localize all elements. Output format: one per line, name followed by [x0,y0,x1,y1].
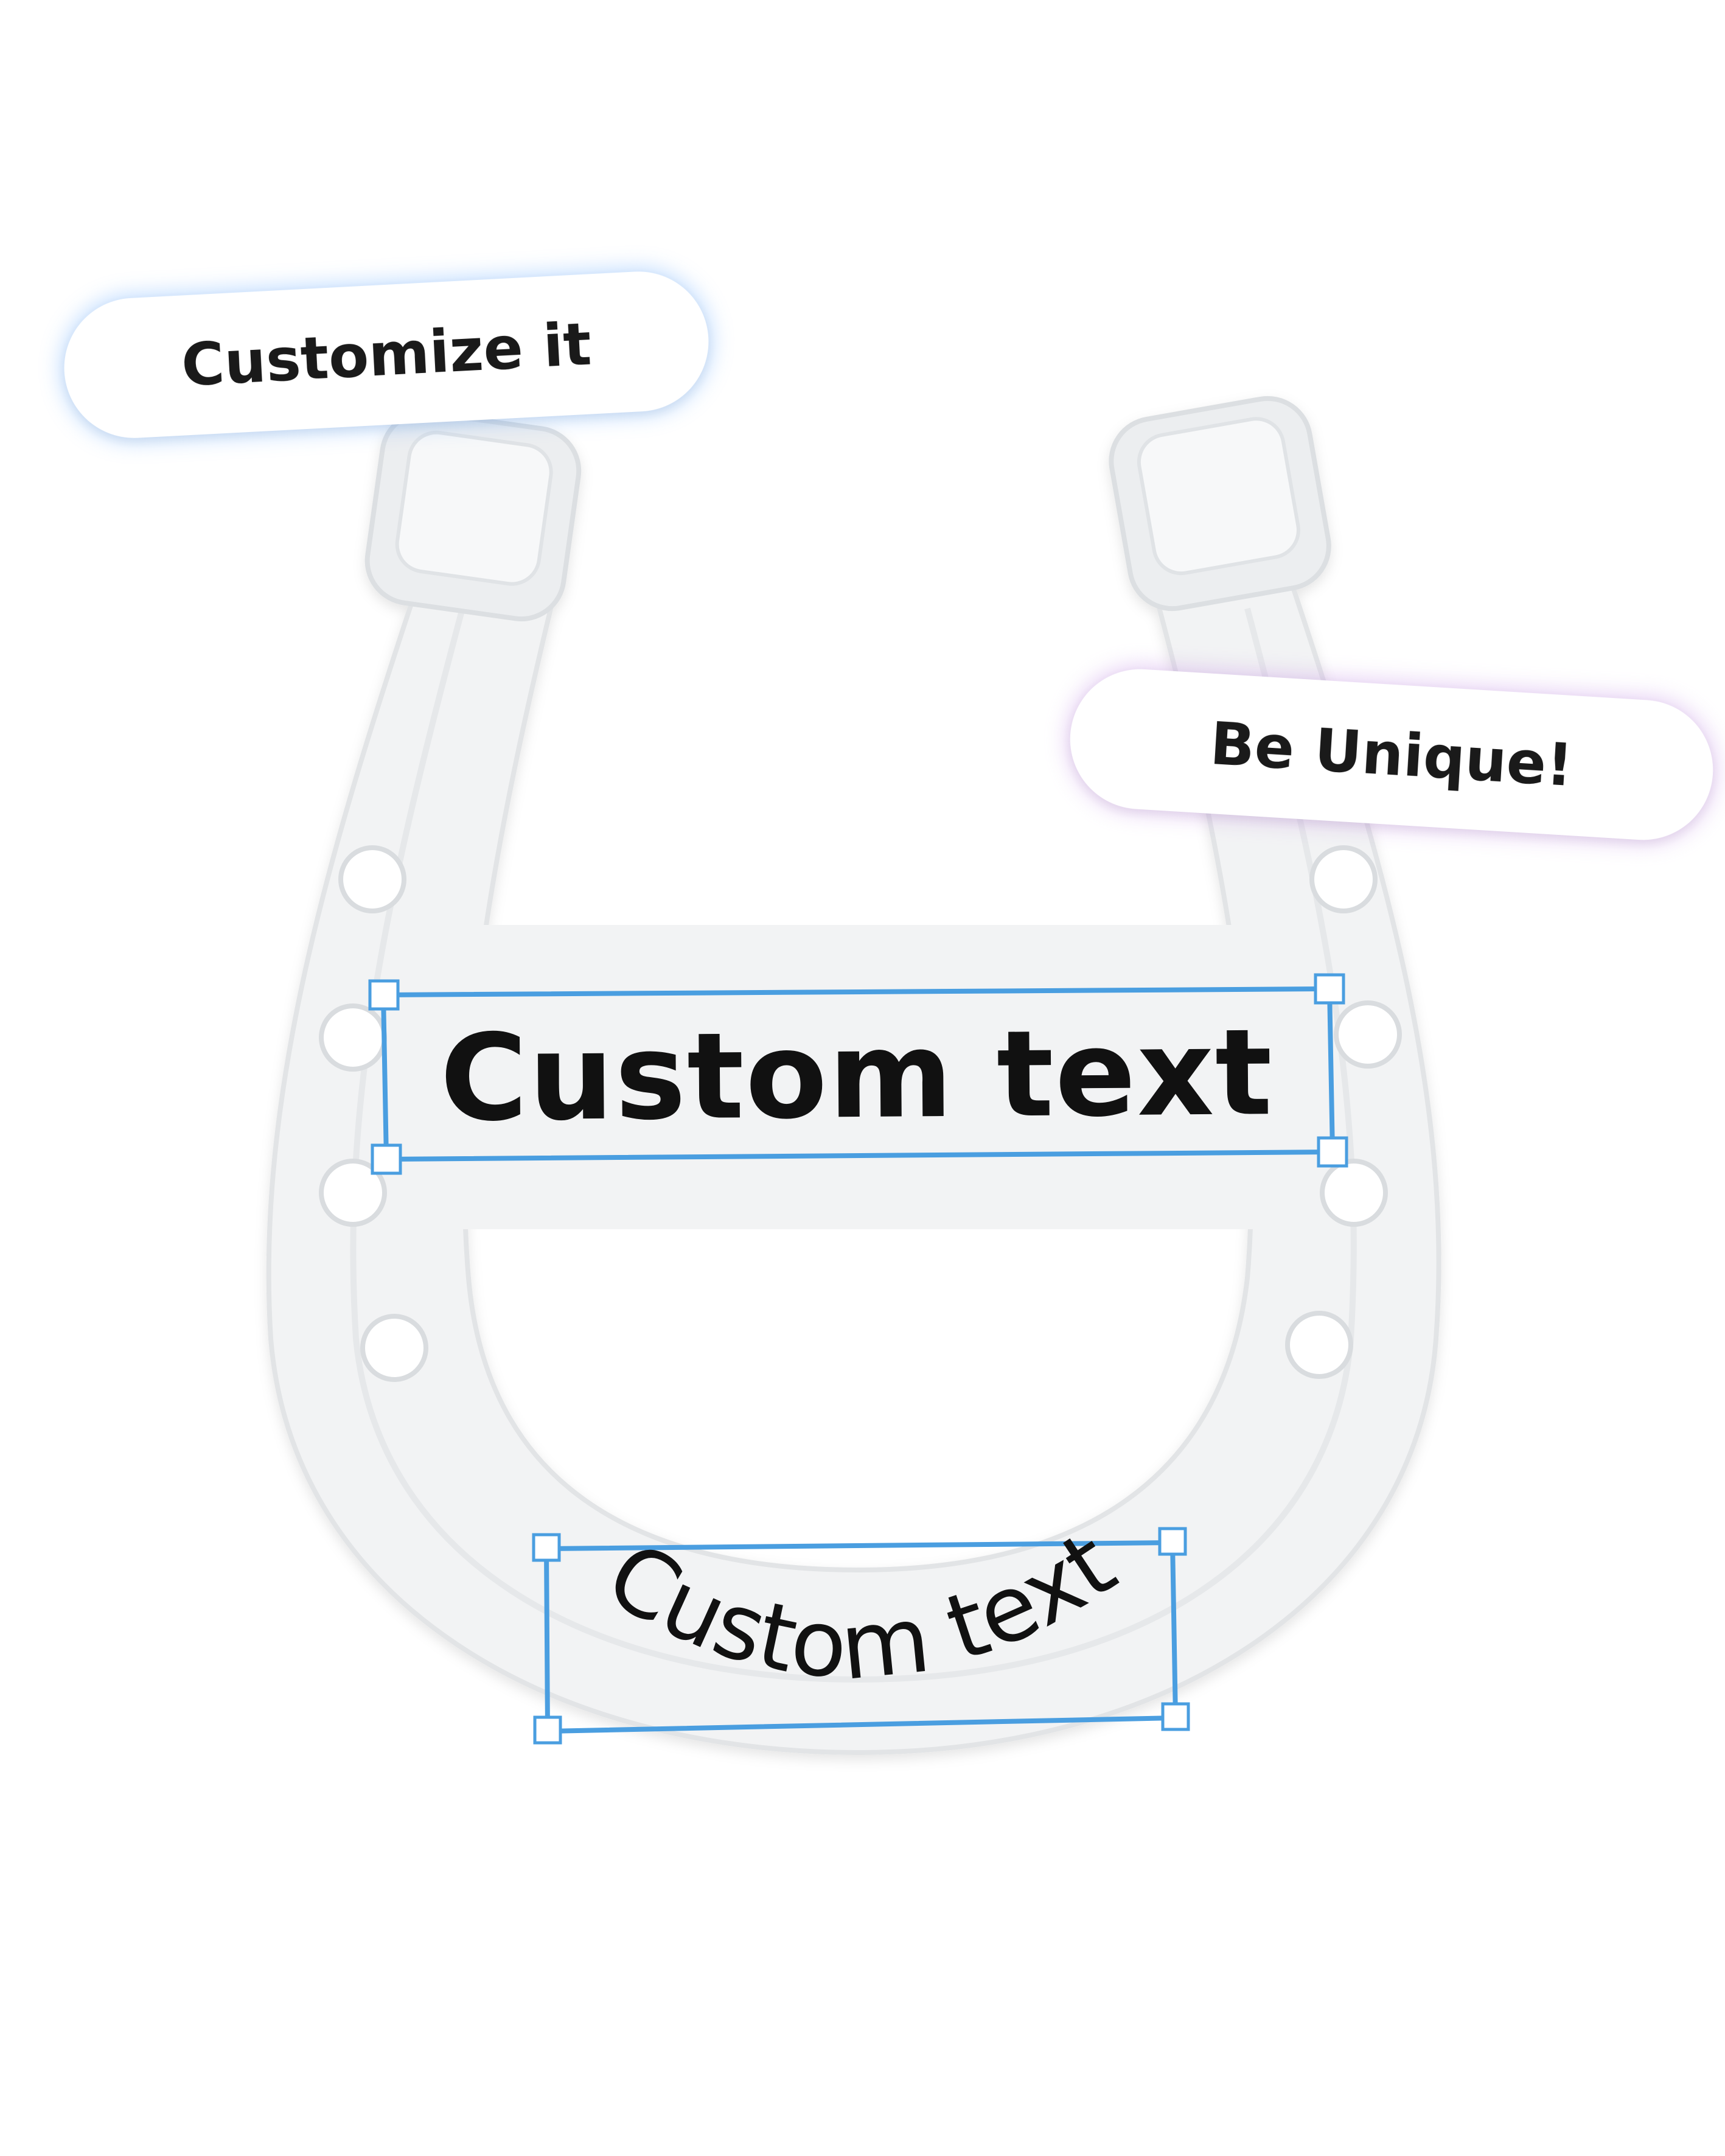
resize-handle[interactable] [368,979,400,1011]
resize-handle[interactable] [1314,973,1345,1005]
resize-handle[interactable] [1158,1527,1187,1556]
resize-handle[interactable] [1161,1702,1190,1731]
resize-handle[interactable] [371,1143,402,1175]
resize-handle[interactable] [532,1533,561,1562]
customize-label: Customize it [179,310,593,400]
nail-holes [319,845,1402,1382]
be-unique-label: Be Unique! [1208,709,1575,800]
text-field-top[interactable]: Custom text [368,973,1348,1175]
custom-text-top: Custom text [439,1003,1274,1148]
resize-handle[interactable] [1317,1136,1348,1168]
resize-handle[interactable] [533,1715,562,1745]
